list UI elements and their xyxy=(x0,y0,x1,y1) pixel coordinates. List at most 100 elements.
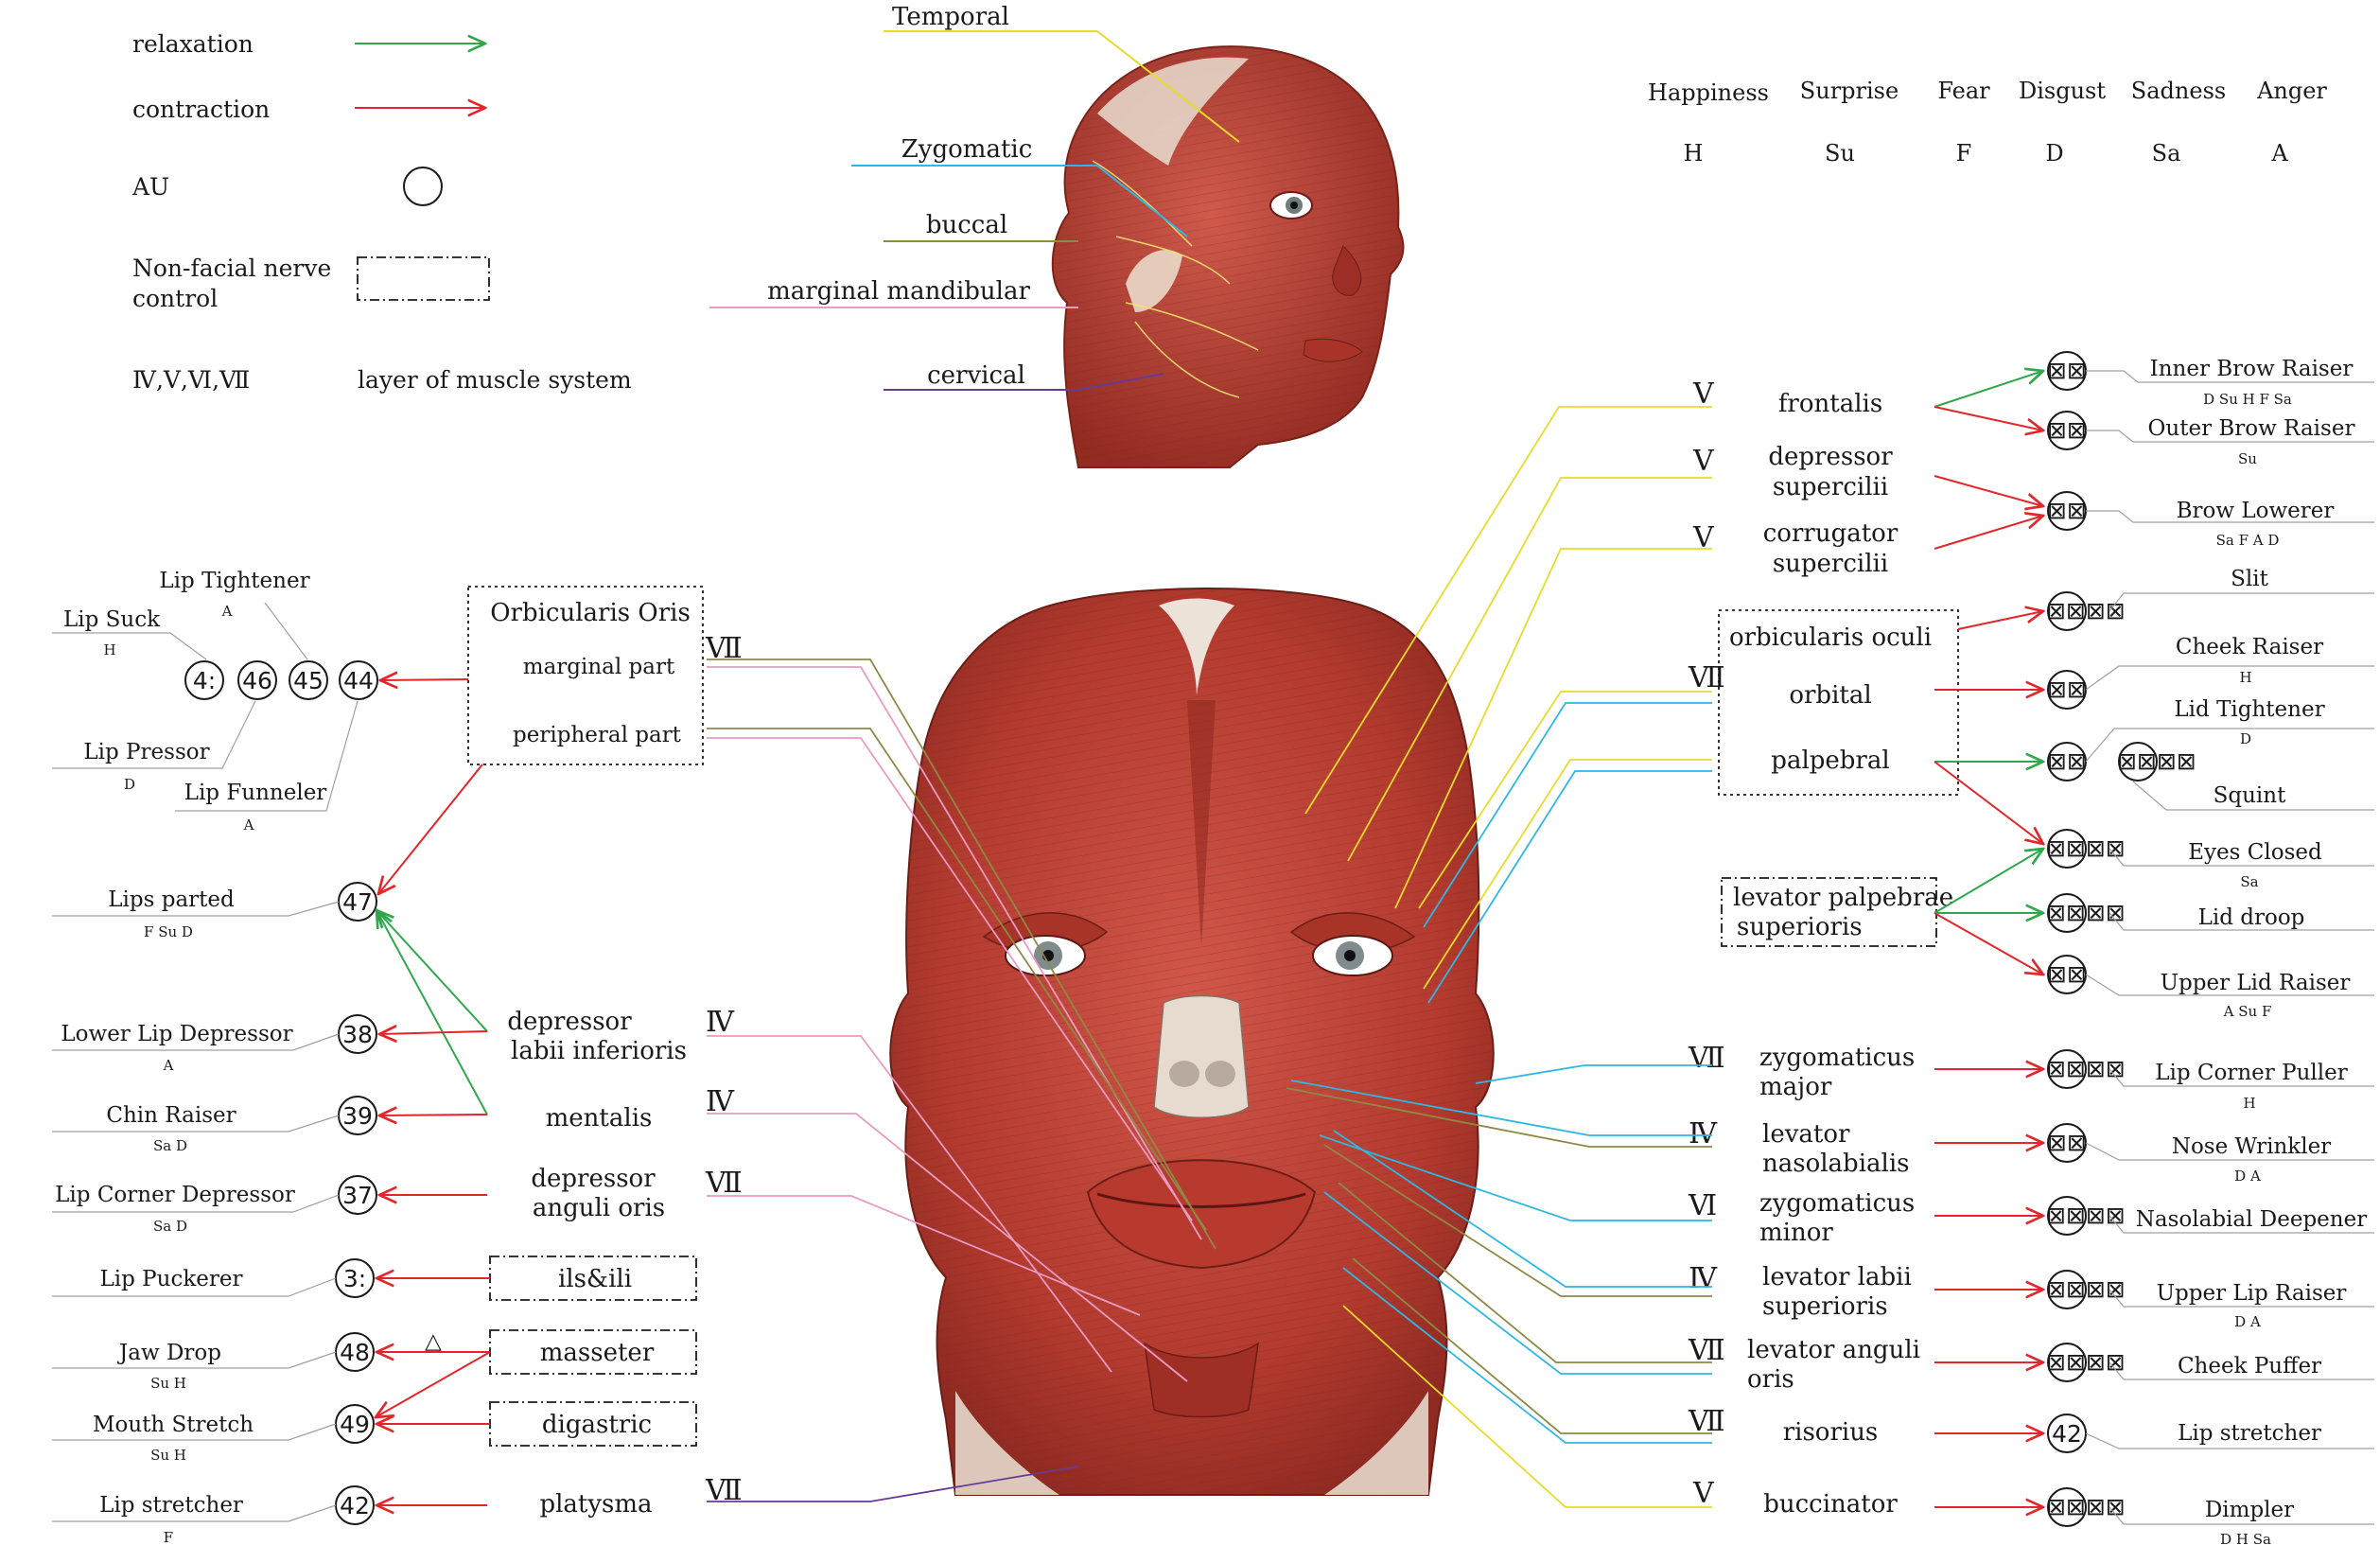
head-side-view xyxy=(1051,45,1405,468)
au-name-outer-brow-raiser: Outer Brow Raiser xyxy=(2148,416,2355,441)
au-name-lid-tightener: Lid Tightener xyxy=(2174,697,2324,722)
orbicularis-oculi-label: orbicularis oculi xyxy=(1729,623,1932,652)
au-name-lip-stretcher-right: Lip stretcher xyxy=(2178,1421,2321,1446)
nerve-cervical-leader xyxy=(1077,373,1164,391)
levator-labii-line2: superioris xyxy=(1762,1292,1888,1321)
zygomaticus-major-line2: major xyxy=(1759,1073,1832,1101)
nerve-cervical-label: cervical xyxy=(927,361,1025,390)
au-number: ⊠⊠⊠⊠ xyxy=(2046,1348,2126,1376)
au-circle xyxy=(289,660,328,700)
emotion-surprise-abbr: Su xyxy=(1825,140,1855,167)
buccinator-label: buccinator xyxy=(1763,1490,1898,1519)
depressor-anguli-line1: depressor xyxy=(531,1165,656,1193)
depressor-labii-layer: Ⅳ xyxy=(706,1006,735,1039)
corrugator-supercilii-line2: supercilii xyxy=(1773,550,1888,578)
legend: relaxation contraction AU Non-facial ner… xyxy=(131,30,632,394)
au-number: ⊠⊠⊠⊠ xyxy=(2046,1202,2126,1229)
au-number: ⊠⊠ xyxy=(2047,747,2087,775)
levator-palpebrae-line2: superioris xyxy=(1737,913,1863,941)
corrugator-supercilii-line1: corrugator xyxy=(1763,519,1899,548)
au-circle xyxy=(237,660,277,700)
au-name-squint: Squint xyxy=(2214,783,2286,808)
left-leader-lines xyxy=(707,659,1216,1502)
nerve-temporal-leader xyxy=(1096,30,1240,143)
legend-non-facial-box xyxy=(357,256,490,301)
emotion-anger: Anger xyxy=(2256,78,2327,104)
masseter-label: masseter xyxy=(540,1339,655,1367)
au-number: ⊠⊠⊠⊠ xyxy=(2046,899,2126,926)
au-name-lip-stretcher-left: Lip stretcher xyxy=(99,1493,243,1518)
emotion-disgust-abbr: D xyxy=(2045,140,2063,167)
au-number: ⊠⊠⊠⊠ xyxy=(2046,1275,2126,1303)
emotion-surprise: Surprise xyxy=(1800,78,1899,104)
risorius-label: risorius xyxy=(1783,1418,1879,1447)
right-arrows xyxy=(1934,371,2043,1507)
levator-anguli-line2: oris xyxy=(1747,1365,1794,1394)
au-name-lid-droop: Lid droop xyxy=(2198,905,2305,930)
orbicularis-oculi-layer: Ⅶ xyxy=(1688,661,1725,694)
au-name-nose-wrinkler: Nose Wrinkler xyxy=(2172,1134,2331,1159)
buccinator-layer: Ⅴ xyxy=(1692,1477,1715,1510)
emotion-fear-abbr: F xyxy=(1956,140,1972,167)
depressor-labii-line1: depressor xyxy=(507,1008,632,1036)
au-number: 39 xyxy=(342,1102,373,1130)
au-number: ⊠⊠ xyxy=(2047,497,2087,524)
frontalis-label: frontalis xyxy=(1778,390,1882,418)
levator-nasolabialis-layer: Ⅳ xyxy=(1689,1117,1718,1150)
au-emotions: Su xyxy=(2238,450,2257,467)
zygomaticus-major-layer: Ⅶ xyxy=(1688,1042,1725,1075)
au-name-lip-suck: Lip Suck xyxy=(63,607,161,632)
au-number: 4: xyxy=(193,667,216,694)
au-name-lower-lip-depressor: Lower Lip Depressor xyxy=(61,1022,292,1046)
au-emotions: D H Sa xyxy=(2220,1531,2271,1548)
levator-palpebrae-line1: levator palpebrae xyxy=(1733,884,1953,912)
frontalis-layer: Ⅴ xyxy=(1692,378,1715,411)
au-name-mouth-stretch: Mouth Stretch xyxy=(93,1413,254,1437)
au-number: ⊠⊠⊠⊠ xyxy=(2117,747,2196,775)
levator-nasolabialis-line2: nasolabialis xyxy=(1762,1150,1910,1178)
zygomaticus-minor-layer: Ⅵ xyxy=(1688,1189,1717,1222)
au-emotions: D A xyxy=(2234,1313,2261,1330)
au-number: 47 xyxy=(342,888,373,916)
au-emotions: D xyxy=(2240,730,2251,747)
au-emotions: Su H xyxy=(150,1447,186,1464)
au-name-lip-tightener: Lip Tightener xyxy=(159,569,309,593)
nerve-zygomatic-label: Zygomatic xyxy=(901,135,1033,164)
au-name-slit: Slit xyxy=(2231,567,2268,591)
au-name-lip-funneler: Lip Funneler xyxy=(184,781,327,805)
orbicularis-oculi-box xyxy=(1718,609,1959,796)
zygomaticus-minor-line1: zygomaticus xyxy=(1759,1189,1915,1218)
legend-au-circle xyxy=(403,167,443,206)
au-name-inner-brow-raiser: Inner Brow Raiser xyxy=(2150,357,2354,381)
au-name-nasolabial-deepener: Nasolabial Deepener xyxy=(2136,1207,2367,1232)
left-action-units: 4: 46 45 44 Lip Suck H Lip Tightener A L… xyxy=(52,569,378,1546)
au-name-lip-pressor: Lip Pressor xyxy=(83,740,209,764)
face-muscle-illustration xyxy=(889,588,1495,1496)
au-name-lips-parted: Lips parted xyxy=(108,887,235,912)
au-emotions: D Su H F Sa xyxy=(2203,391,2292,408)
au-name-lip-corner-puller: Lip Corner Puller xyxy=(2155,1061,2347,1085)
nerve-zygomatic-leader xyxy=(1096,165,1188,237)
levator-anguli-line1: levator anguli xyxy=(1747,1336,1920,1364)
depressor-labii-line2: labii inferioris xyxy=(511,1037,687,1065)
emotion-happiness: Happiness xyxy=(1648,79,1769,106)
legend-non-facial-line1: Non-facial nerve xyxy=(132,255,331,282)
mentalis-label: mentalis xyxy=(546,1104,653,1133)
emotion-disgust: Disgust xyxy=(2019,78,2106,104)
au-number: 42 xyxy=(2052,1420,2082,1448)
left-muscle-labels: Orbicularis Oris marginal part periphera… xyxy=(425,586,743,1519)
levator-labii-layer: Ⅳ xyxy=(1689,1262,1718,1295)
triangle-marker: △ xyxy=(425,1329,442,1354)
au-number: ⊠⊠ xyxy=(2047,1129,2087,1156)
depressor-supercilii-layer: Ⅴ xyxy=(1692,445,1715,478)
emotion-key: Happiness H Surprise Su Fear F Disgust D… xyxy=(1648,78,2327,167)
au-number: ⊠⊠ xyxy=(2047,357,2087,384)
right-leader-lines xyxy=(1286,406,1712,1508)
orbicularis-oris-title: Orbicularis Oris xyxy=(490,599,691,627)
au-emotions: D A xyxy=(2234,1168,2261,1185)
au-emotions: A Su F xyxy=(2223,1003,2272,1020)
au-emotions: Sa F A D xyxy=(2216,532,2280,549)
au-number: 3: xyxy=(343,1265,366,1292)
au-name-upper-lip-raiser: Upper Lip Raiser xyxy=(2157,1281,2347,1306)
right-action-units: ⊠⊠ Inner Brow Raiser D Su H F Sa ⊠⊠ Oute… xyxy=(2046,351,2374,1548)
